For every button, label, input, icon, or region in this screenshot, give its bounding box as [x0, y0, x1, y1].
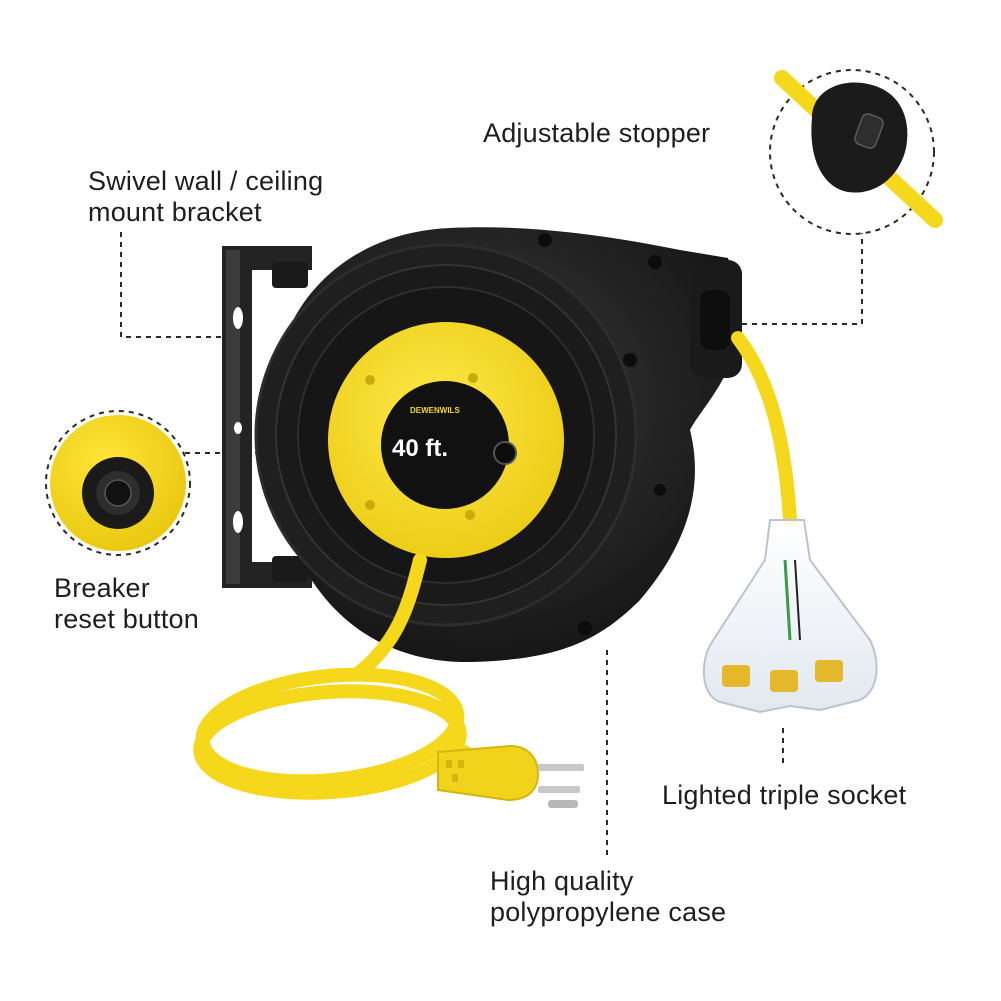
callout-breaker-reset: Breaker reset button: [54, 573, 199, 635]
mount-bracket: [222, 246, 312, 588]
callout-line: Swivel wall / ceiling: [88, 166, 324, 196]
callout-polypropylene-case: High quality polypropylene case: [490, 866, 726, 928]
hub-length-label: 40 ft.: [392, 435, 448, 462]
hub-brand-label: DEWENWILS: [410, 406, 460, 415]
triple-socket: [702, 519, 878, 714]
hub-model-label: Model: HCRA40F: [414, 478, 461, 484]
callout-line: High quality: [490, 866, 634, 896]
callout-adjustable-stopper: Adjustable stopper: [483, 118, 710, 149]
callout-line: mount bracket: [88, 197, 262, 227]
callout-mount-bracket: Swivel wall / ceiling mount bracket: [88, 166, 323, 228]
breaker-button-on-hub: [493, 441, 517, 465]
breaker-inset: [45, 410, 191, 556]
stopper-leader-line: [742, 222, 863, 325]
stopper-inset: [769, 69, 943, 235]
callout-line: Lighted triple socket: [662, 780, 907, 810]
male-plug: [437, 744, 584, 808]
callout-line: reset button: [54, 604, 199, 634]
callout-line: Adjustable stopper: [483, 118, 711, 148]
bracket-leader-line: [120, 232, 238, 338]
outlet-cord: [731, 331, 797, 527]
callout-lighted-socket: Lighted triple socket: [662, 780, 906, 811]
reel-hub: DEWENWILS 40 ft. Model: HCRA40F: [328, 322, 564, 558]
callout-line: polypropylene case: [490, 897, 727, 927]
callout-line: Breaker: [54, 573, 150, 603]
